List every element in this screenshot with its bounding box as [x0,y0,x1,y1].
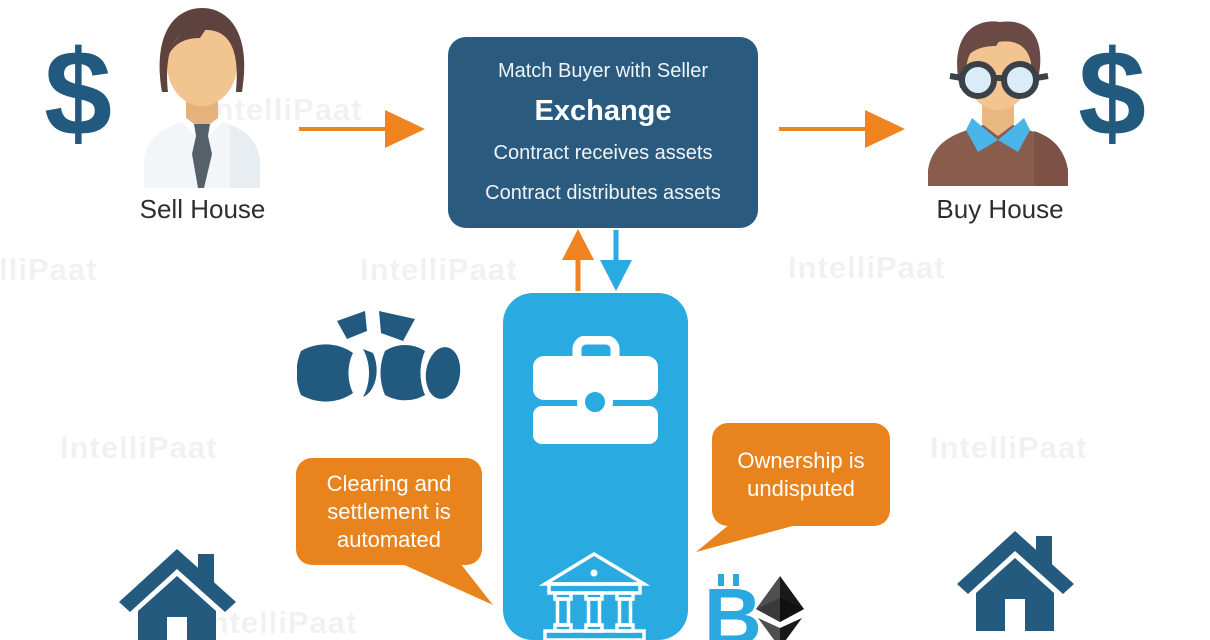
arrow-down-icon [600,230,632,291]
callout-ownership-tail [696,524,800,552]
arrow-exchange-to-buyer-icon [779,110,905,148]
buyer-avatar [928,21,1068,186]
buyer-dollar-icon: $ [1078,25,1146,161]
callout-clearing: Clearing and settlement is automated [296,458,482,565]
briefcase-icon [533,336,658,444]
watermark: IntelliPaat [0,252,98,287]
bitcoin-icon: B [704,574,762,640]
callout-ownership: Ownership is undisputed [712,423,890,526]
watermark: IntelliPaat [60,430,218,465]
scroll-deed-icon [297,311,461,402]
seller-label: Sell House [139,194,266,224]
exchange-receives-line: Contract receives assets [493,142,713,164]
watermark: IntelliPaat [930,430,1088,465]
house-left-icon [119,549,236,640]
exchange-title: Exchange [534,95,672,127]
watermark: IntelliPaat [788,250,946,285]
seller-avatar [144,8,260,188]
exchange-distributes-line: Contract distributes assets [485,182,721,204]
callout-clearing-tail [400,563,493,605]
exchange-column-arrows [562,229,632,291]
blockchain-column [503,293,688,640]
bank-icon [538,551,651,640]
exchange-match-line: Match Buyer with Seller [497,60,709,82]
callout-ownership-text: Ownership is undisputed [737,447,865,501]
house-right-icon [957,531,1074,631]
bitcoin-glyph: B [704,574,762,640]
arrow-up-icon [562,229,594,291]
ethereum-icon [756,576,804,640]
exchange-box: Match Buyer with Seller Exchange Contrac… [448,37,758,228]
seller-dollar-icon: $ [44,25,112,161]
buyer-label: Buy House [936,194,1064,224]
watermark: IntelliPaat [360,252,518,287]
callout-clearing-text: Clearing and settlement is automated [326,470,452,552]
arrow-seller-to-exchange-icon [299,110,425,148]
